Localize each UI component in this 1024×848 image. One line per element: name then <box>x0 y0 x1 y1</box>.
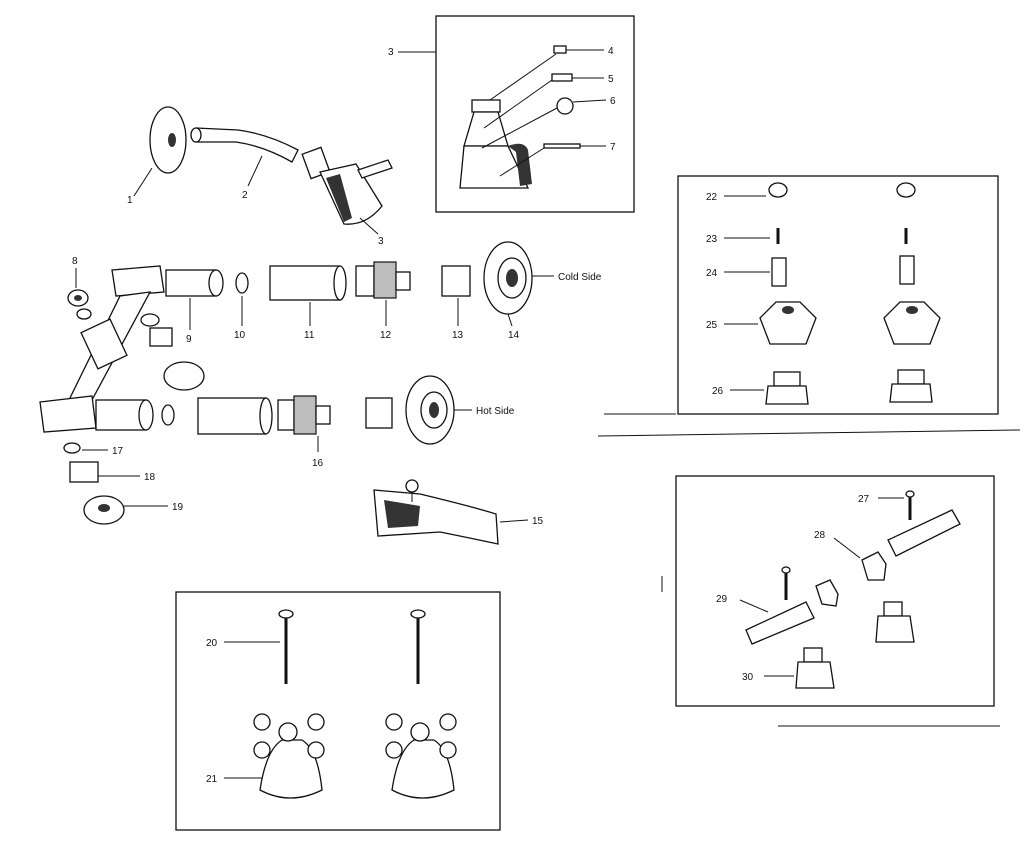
label-2: 2 <box>242 190 248 201</box>
label-20: 20 <box>206 638 218 649</box>
scan-lines <box>597 413 1021 727</box>
label-17: 17 <box>112 446 124 457</box>
seat-part-9 <box>140 269 224 391</box>
hot-side-pipe-parts <box>95 397 273 435</box>
label-16: 16 <box>312 458 324 469</box>
label-26: 26 <box>712 386 724 397</box>
hot-escutcheon-part <box>405 375 455 445</box>
clip-part-28 <box>815 551 887 607</box>
insert-part-24 <box>771 255 915 287</box>
adapter-part-26 <box>765 369 933 405</box>
knob-part-25 <box>759 301 941 345</box>
cap-part-22 <box>768 182 916 198</box>
label-11: 11 <box>304 330 315 341</box>
label-10: 10 <box>234 330 246 341</box>
label-15: 15 <box>532 516 544 527</box>
label-24: 24 <box>706 268 718 279</box>
label-29: 29 <box>716 594 728 605</box>
bonnet-part-13 <box>441 265 471 297</box>
label-18: 18 <box>144 472 156 483</box>
label-13: 13 <box>452 330 464 341</box>
label-19: 19 <box>172 502 184 513</box>
stem-part-12 <box>355 261 411 299</box>
label-6: 6 <box>610 96 616 107</box>
adapter-part-30 <box>795 601 915 689</box>
escutcheon-part-14 <box>483 241 533 315</box>
label-4: 4 <box>608 46 614 57</box>
screw-part-23 <box>776 228 908 244</box>
hot-side-label: Hot Side <box>476 406 515 417</box>
shower-head-part <box>301 146 393 225</box>
label-21: 21 <box>206 774 218 785</box>
cold-side-label: Cold Side <box>558 272 602 283</box>
o-ring-part-17 <box>63 442 81 454</box>
cross-handle-detail-box <box>175 591 501 831</box>
knob-handle-detail-box <box>677 175 999 415</box>
label-12: 12 <box>380 330 392 341</box>
label-14: 14 <box>508 330 520 341</box>
nut-part-19 <box>83 495 125 525</box>
shower-head-detail-box <box>435 15 635 213</box>
shower-arm-part <box>190 127 299 163</box>
knob-part-6 <box>556 97 574 115</box>
label-1: 1 <box>127 195 133 206</box>
label-3b: 3 <box>378 236 384 247</box>
shower-head-detail-part <box>459 99 532 189</box>
label-3a: 3 <box>388 47 394 58</box>
label-23: 23 <box>706 234 718 245</box>
shower-flange-part <box>149 106 187 174</box>
o-ring-part-10 <box>235 272 249 294</box>
screw-part-5 <box>551 73 573 82</box>
label-30: 30 <box>742 672 754 683</box>
stem-part-16 <box>277 395 331 435</box>
nut-part-18 <box>69 461 99 483</box>
label-7: 7 <box>610 142 616 153</box>
stop-part-8 <box>67 289 92 320</box>
lever-part-29 <box>745 509 961 645</box>
lever-part-7 <box>543 143 581 149</box>
label-8: 8 <box>72 256 78 267</box>
label-5: 5 <box>608 74 614 85</box>
label-25: 25 <box>706 320 718 331</box>
valve-body-part <box>39 265 165 433</box>
lever-handle-detail-box <box>675 475 995 707</box>
tub-spout-part-15 <box>373 479 499 545</box>
screw-part-27 <box>905 490 915 520</box>
label-28: 28 <box>814 530 826 541</box>
hot-bonnet-part <box>365 397 393 429</box>
cross-handle-part-21 <box>253 713 457 799</box>
label-22: 22 <box>706 192 718 203</box>
label-9: 9 <box>186 334 192 345</box>
pin-part-4 <box>553 45 567 54</box>
sleeve-part-11 <box>269 265 347 301</box>
screw-part-20 <box>278 609 426 684</box>
label-27: 27 <box>858 494 870 505</box>
